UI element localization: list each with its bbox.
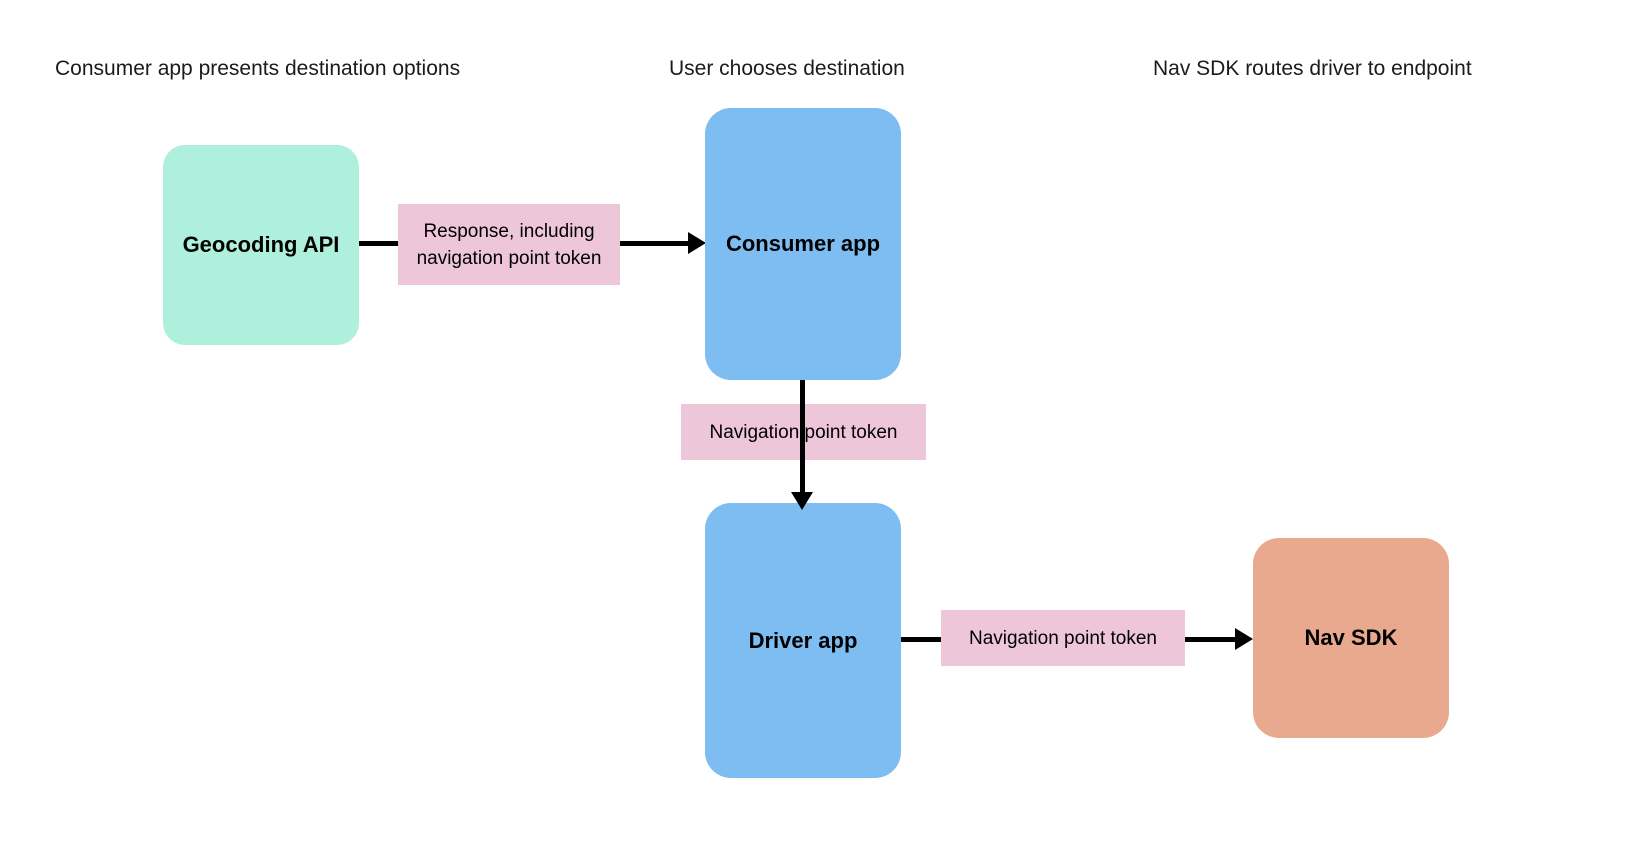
arrowhead-right-icon-consumer-app xyxy=(688,232,706,254)
edge-label-text-response: Response, including navigation point tok… xyxy=(416,220,602,269)
node-driver-app[interactable]: Driver app xyxy=(705,503,901,778)
column-header-user-chooses-destination: User chooses destination xyxy=(669,57,905,80)
connector-driver-app-to-nav-token-label xyxy=(901,637,943,642)
edge-label-navigation-point-token-driver-to-navsdk: Navigation point token xyxy=(941,610,1185,666)
node-label-consumer-app: Consumer app xyxy=(725,231,881,256)
connector-nav-token-label-to-nav-sdk xyxy=(1185,637,1237,642)
connector-geocoding-to-response-label xyxy=(359,241,401,246)
arrowhead-down-icon-driver-app xyxy=(791,492,813,510)
column-header-consumer-app-presents: Consumer app presents destination option… xyxy=(55,57,461,80)
node-label-driver-app: Driver app xyxy=(748,627,858,653)
column-header-nav-sdk-routes-driver: Nav SDK routes driver to endpoint xyxy=(1153,57,1472,80)
node-label-geocoding-api: Geocoding API xyxy=(182,232,340,257)
node-geocoding-api[interactable]: Geocoding API xyxy=(163,145,359,345)
node-nav-sdk[interactable]: Nav SDK xyxy=(1253,538,1449,738)
edge-label-text-nav-token-2: Navigation point token xyxy=(968,627,1157,649)
node-consumer-app[interactable]: Consumer app xyxy=(705,108,901,380)
arrowhead-right-icon-nav-sdk xyxy=(1235,628,1253,650)
connector-response-label-to-consumer-app xyxy=(620,241,690,246)
node-label-nav-sdk: Nav SDK xyxy=(1304,625,1398,650)
edge-label-response-including-navigation-point-token: Response, including navigation point tok… xyxy=(398,204,620,285)
connector-consumer-app-to-driver-app xyxy=(800,378,805,496)
